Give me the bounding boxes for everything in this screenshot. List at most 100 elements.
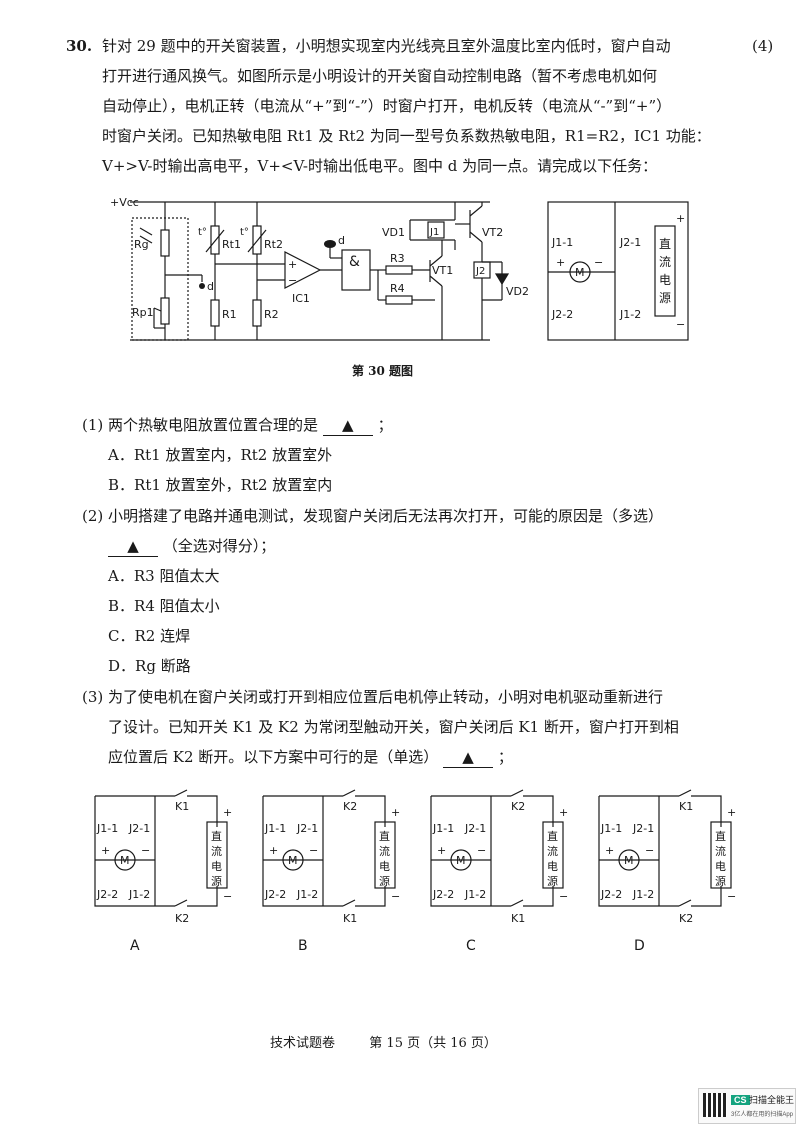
label-j22: J2-2 bbox=[551, 308, 573, 321]
label-rt2: Rt2 bbox=[264, 238, 283, 251]
label-motor-plus: + bbox=[556, 256, 565, 269]
scheme-bottom-switch-label: K2 bbox=[175, 912, 189, 925]
scheme-source-char: 直 bbox=[211, 829, 222, 843]
scanner-title: 扫描全能王 bbox=[749, 1095, 795, 1105]
scheme-top-right-wire bbox=[523, 795, 554, 827]
scheme-source-char: 源 bbox=[379, 874, 390, 888]
label-t1: t° bbox=[198, 227, 207, 238]
scheme-left-wire bbox=[94, 796, 175, 907]
scheme-source-char: 源 bbox=[211, 874, 222, 888]
scheme-motor-label: M bbox=[288, 854, 298, 867]
label-rp1: Rp1 bbox=[132, 306, 154, 319]
scheme-bottom-right-wire bbox=[355, 886, 386, 907]
scheme-motor-minus: − bbox=[309, 844, 318, 857]
sub1-text: (1) 两个热敏电阻放置位置合理的是 bbox=[82, 416, 319, 434]
scheme-source-char: 电 bbox=[547, 860, 558, 873]
sub3-end: ； bbox=[497, 748, 513, 766]
scheme-j22-label: J2-2 bbox=[432, 888, 454, 901]
scheme-j11-label: J1-1 bbox=[264, 822, 286, 835]
stem-line-2: 打开进行通风换气。如图所示是小明设计的开关窗自动控制电路（暂不考虑电机如何 bbox=[102, 67, 658, 85]
label-source-minus: − bbox=[676, 318, 685, 331]
motor-icon bbox=[282, 849, 304, 871]
scheme-bottom-switch-label: K2 bbox=[679, 912, 693, 925]
dc-source-box bbox=[206, 821, 228, 889]
bottom-switch-icon bbox=[342, 899, 356, 907]
scheme-source-minus: − bbox=[391, 890, 400, 903]
scheme-letter: C bbox=[466, 938, 476, 954]
top-switch-icon bbox=[678, 789, 692, 797]
scheme-j21-label: J2-1 bbox=[128, 822, 150, 835]
sub2-option-a: A．R3 阻值太大 bbox=[108, 567, 220, 585]
label-j2: J2 bbox=[475, 266, 485, 277]
figure-caption: 第 30 题图 bbox=[352, 364, 414, 378]
dc-source-box bbox=[374, 821, 396, 889]
scanner-subtitle: 3亿人都在用的扫描App bbox=[731, 1112, 794, 1118]
sub2-answer-line: ▲ （全选对得分）； bbox=[108, 536, 275, 557]
scheme-source-minus: − bbox=[727, 890, 736, 903]
label-vd2: VD2 bbox=[506, 285, 529, 298]
dc-source-box bbox=[542, 821, 564, 889]
scheme-source-plus: + bbox=[559, 806, 568, 819]
question-score: (4) bbox=[752, 37, 774, 55]
top-switch-icon bbox=[510, 789, 524, 797]
dc-source-box bbox=[710, 821, 732, 889]
scheme-motor-plus: + bbox=[437, 844, 446, 857]
label-vd1: VD1 bbox=[382, 226, 405, 239]
motor-icon bbox=[450, 849, 472, 871]
motor-icon bbox=[618, 849, 640, 871]
sub3-answer-blank[interactable]: ▲ bbox=[443, 747, 494, 768]
label-rg: Rg bbox=[134, 238, 149, 251]
label-j12: J1-2 bbox=[619, 308, 641, 321]
label-d-left: d bbox=[207, 280, 214, 293]
scheme-bottom-right-wire bbox=[523, 886, 554, 907]
scheme-j12-label: J1-2 bbox=[128, 888, 150, 901]
scheme-bottom-switch-label: K1 bbox=[511, 912, 525, 925]
sub1-option-b: B．Rt1 放置室外，Rt2 放置室内 bbox=[108, 476, 333, 494]
top-switch-icon bbox=[174, 789, 188, 797]
scheme-source-char: 电 bbox=[211, 860, 222, 873]
sub2-option-c: C．R2 连焊 bbox=[108, 627, 191, 645]
sub1-answer-blank[interactable]: ▲ bbox=[322, 415, 373, 436]
source-char-4: 源 bbox=[659, 291, 671, 305]
qr-code-icon bbox=[703, 1093, 727, 1117]
label-j1: J1 bbox=[429, 227, 439, 238]
label-r3: R3 bbox=[390, 252, 405, 265]
scheme-source-minus: − bbox=[223, 890, 232, 903]
scheme-source-plus: + bbox=[223, 806, 232, 819]
sub3-line-3: 应位置后 K2 断开。以下方案中可行的是（单选） ▲ ； bbox=[108, 747, 513, 768]
scheme-source-char: 直 bbox=[547, 829, 558, 843]
sub1-option-a: A．Rt1 放置室内，Rt2 放置室外 bbox=[108, 446, 333, 464]
control-circuit-diagram: +Vcc Rg Rp1 d t° Rt1 t° Rt2 R1 R2 IC1 + … bbox=[110, 196, 689, 341]
bottom-switch-icon bbox=[678, 899, 692, 907]
scheme-j12-label: J1-2 bbox=[632, 888, 654, 901]
scheme-motor-minus: − bbox=[141, 844, 150, 857]
label-r1: R1 bbox=[222, 308, 237, 321]
label-motor: M bbox=[575, 266, 585, 279]
scheme-left-wire bbox=[262, 796, 343, 907]
sub2-tail: （全选对得分）； bbox=[162, 537, 276, 555]
stem-line-4: 时窗户关闭。已知热敏电阻 Rt1 及 Rt2 为同一型号负系数热敏电阻，R1=R… bbox=[102, 127, 711, 145]
scheme-source-plus: + bbox=[391, 806, 400, 819]
scheme-source-minus: − bbox=[559, 890, 568, 903]
scheme-motor-plus: + bbox=[269, 844, 278, 857]
scheme-j21-label: J2-1 bbox=[296, 822, 318, 835]
scheme-source-char: 流 bbox=[715, 844, 726, 858]
label-j11: J1-1 bbox=[551, 236, 573, 249]
scheme-source-char: 流 bbox=[211, 844, 222, 858]
scheme-motor-label: M bbox=[624, 854, 634, 867]
footer-left: 技术试题卷 bbox=[270, 1036, 336, 1051]
label-ic1: IC1 bbox=[292, 292, 310, 305]
sub2-option-b: B．R4 阻值太小 bbox=[108, 597, 220, 615]
sub2-answer-blank[interactable]: ▲ bbox=[108, 536, 158, 557]
scheme-j12-label: J1-2 bbox=[464, 888, 486, 901]
scheme-bottom-right-wire bbox=[187, 886, 218, 907]
label-vt1: VT1 bbox=[432, 264, 453, 277]
sub3-line-3-text: 应位置后 K2 断开。以下方案中可行的是（单选） bbox=[108, 748, 439, 766]
scheme-motor-minus: − bbox=[645, 844, 654, 857]
source-char-2: 流 bbox=[659, 255, 671, 269]
scheme-j11-label: J1-1 bbox=[96, 822, 118, 835]
scheme-source-char: 电 bbox=[715, 860, 726, 873]
